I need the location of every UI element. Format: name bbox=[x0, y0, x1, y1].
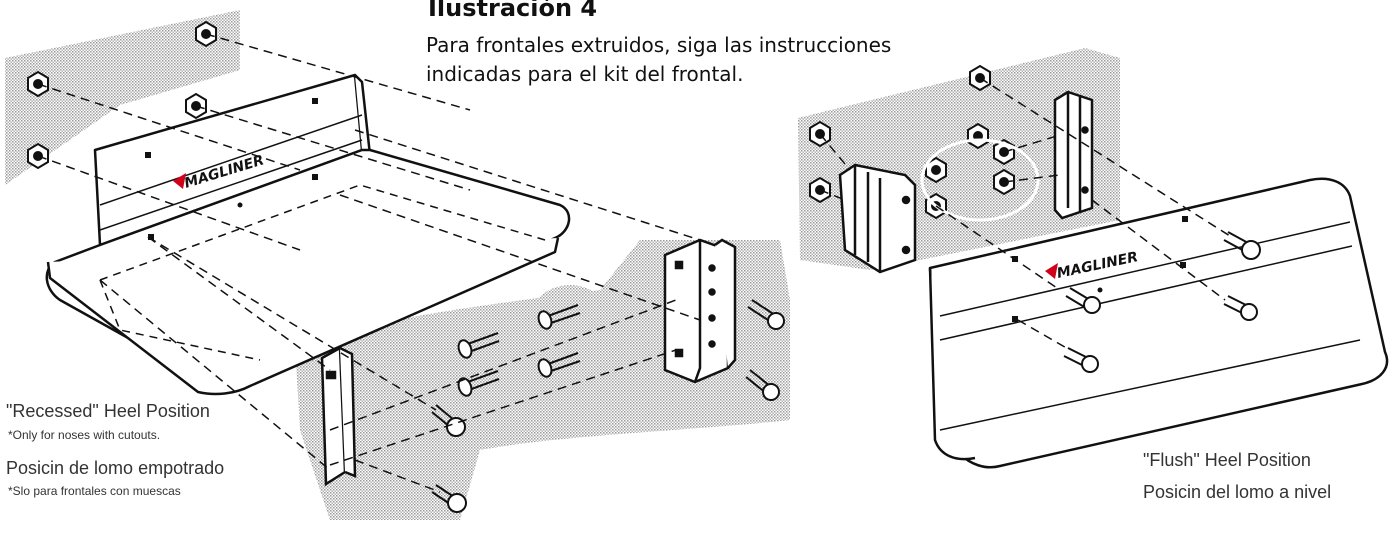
bolt-f bbox=[745, 369, 780, 401]
right-bracket-back bbox=[1053, 90, 1094, 220]
bolt-r1 bbox=[1223, 231, 1261, 260]
recessed-note-es: *Slo para frontales con muescas bbox=[8, 484, 181, 498]
flush-label-es: Posicin del lomo a nivel bbox=[1143, 482, 1332, 502]
recessed-note-en: *Only for noses with cutouts. bbox=[8, 428, 161, 442]
instruction-line-2: indicadas para el kit del frontal. bbox=[426, 62, 744, 86]
bolt-c bbox=[457, 332, 500, 359]
recessed-label-en: "Recessed" Heel Position bbox=[6, 401, 210, 421]
right-highlight-oval bbox=[920, 138, 1040, 222]
bolt-r2 bbox=[1223, 295, 1258, 321]
right-bolts bbox=[1063, 231, 1261, 373]
bolt-g bbox=[431, 404, 466, 437]
nut-r6 bbox=[925, 156, 947, 184]
flush-label-en: "Flush" Heel Position bbox=[1143, 450, 1311, 470]
left-heel-bracket bbox=[320, 345, 357, 487]
bolt-b bbox=[537, 352, 581, 378]
right-alignment-lines bbox=[819, 77, 1231, 351]
right-bracket-front bbox=[838, 163, 917, 274]
recessed-label-es: Posicin de lomo empotrado bbox=[6, 458, 225, 478]
instruction-line-1: Para frontales extruidos, siga las instr… bbox=[426, 33, 892, 57]
nut-3 bbox=[185, 92, 207, 120]
left-alignment-lines bbox=[37, 33, 701, 493]
left-assembly: MAGLINER bbox=[5, 10, 790, 520]
right-nose-plate bbox=[928, 177, 1389, 469]
left-side-bracket bbox=[663, 238, 737, 384]
left-bolts bbox=[431, 299, 785, 513]
bolt-a bbox=[537, 304, 581, 330]
bolt-r3 bbox=[1065, 287, 1101, 314]
right-assembly: MAGLINER bbox=[798, 48, 1389, 469]
bolt-e bbox=[747, 299, 785, 330]
bolt-h bbox=[431, 484, 467, 513]
left-nose-plate bbox=[45, 73, 571, 396]
nut-r3 bbox=[967, 122, 989, 150]
bolt-r4 bbox=[1063, 347, 1099, 373]
bolt-d bbox=[457, 370, 500, 397]
figure-title: Ilustración 4 bbox=[428, 0, 598, 22]
left-plate-holes bbox=[145, 98, 318, 240]
